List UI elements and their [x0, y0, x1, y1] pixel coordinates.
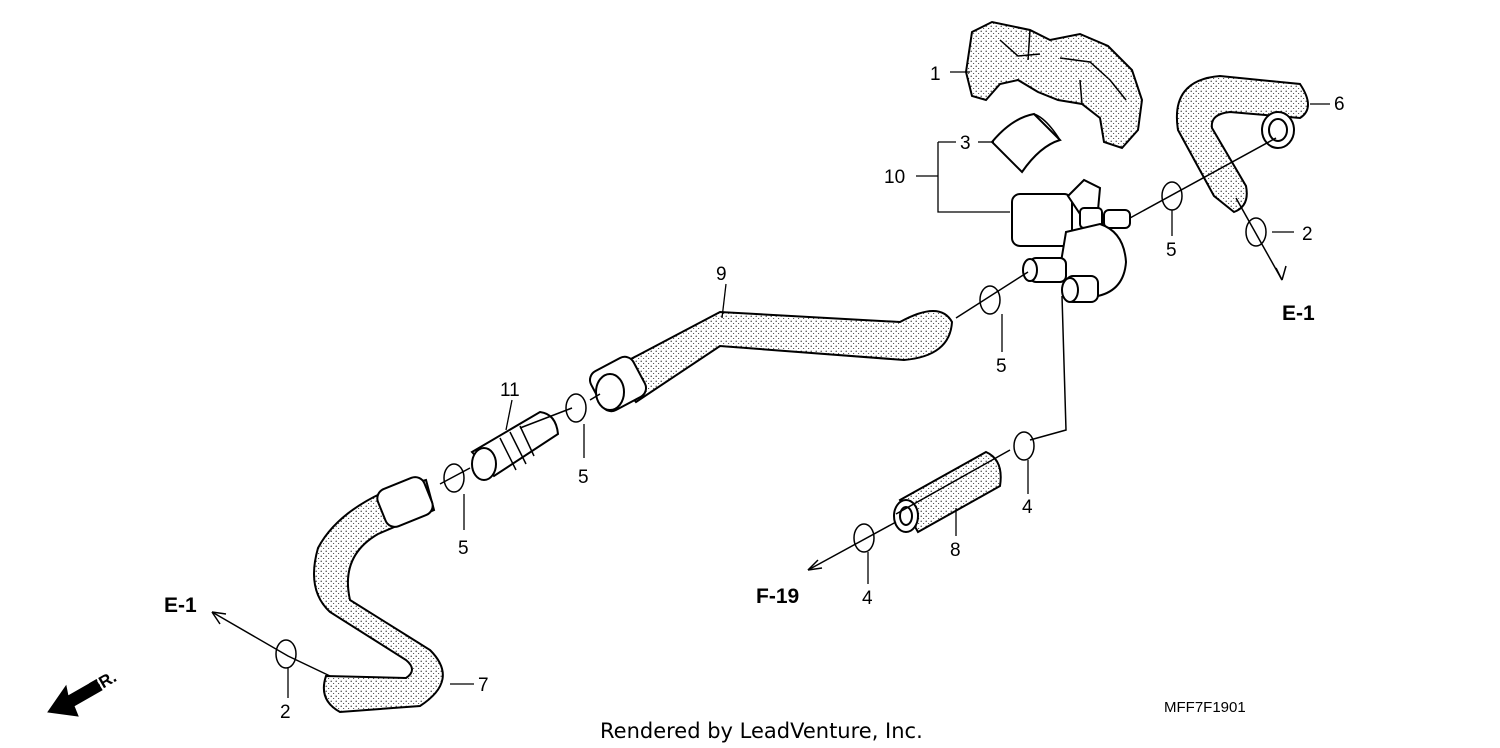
- callout-10: 10: [884, 167, 905, 188]
- hose-part-9[interactable]: [586, 310, 954, 415]
- clamp-5-mid[interactable]: [979, 285, 1001, 315]
- callout-5-left-upper: 5: [578, 467, 589, 488]
- callout-2-left: 2: [280, 702, 291, 723]
- hose-part-8[interactable]: [893, 450, 1002, 534]
- front-direction-arrow: FR.: [47, 667, 120, 717]
- callout-3: 3: [960, 133, 971, 154]
- diagram-code: MFF7F1901: [1164, 699, 1246, 716]
- callout-5-upper-right: 5: [1166, 240, 1177, 261]
- callout-7: 7: [478, 675, 489, 696]
- callout-6: 6: [1334, 94, 1345, 115]
- callout-11: 11: [500, 380, 520, 401]
- reference-e1-right[interactable]: E-1: [1282, 302, 1315, 325]
- connection-lines: [211, 137, 1287, 677]
- cover-part-1[interactable]: [964, 20, 1144, 150]
- valve-assembly-part-10[interactable]: [1011, 178, 1131, 303]
- hose-part-6[interactable]: [1175, 74, 1309, 214]
- callout-2-right: 2: [1302, 224, 1313, 245]
- clamp-5-left-upper[interactable]: [565, 393, 587, 423]
- render-credit: Rendered by LeadVenture, Inc.: [600, 719, 923, 743]
- callout-4-upper: 4: [1022, 497, 1033, 518]
- clamp-2-left[interactable]: [275, 639, 297, 669]
- clamp-2-right[interactable]: [1245, 217, 1267, 247]
- callout-5-left-lower: 5: [458, 538, 469, 559]
- callout-9: 9: [716, 264, 727, 285]
- callout-4-lower: 4: [862, 588, 873, 609]
- leader-lines: [287, 71, 1330, 698]
- clamp-5-left-lower[interactable]: [443, 463, 465, 493]
- clamp-5-upper-right[interactable]: [1161, 181, 1183, 211]
- joint-part-11[interactable]: [470, 410, 560, 481]
- reference-e1-left[interactable]: E-1: [164, 594, 197, 617]
- reference-f19[interactable]: F-19: [756, 585, 799, 608]
- hose-part-7[interactable]: [313, 474, 444, 714]
- callout-1: 1: [930, 64, 941, 85]
- clamp-4-upper[interactable]: [1013, 431, 1035, 461]
- callout-8: 8: [950, 540, 961, 561]
- sleeve-part-3[interactable]: [990, 112, 1062, 174]
- clamps: [275, 181, 1267, 669]
- callout-5-mid: 5: [996, 356, 1007, 377]
- clamp-4-lower[interactable]: [853, 523, 875, 553]
